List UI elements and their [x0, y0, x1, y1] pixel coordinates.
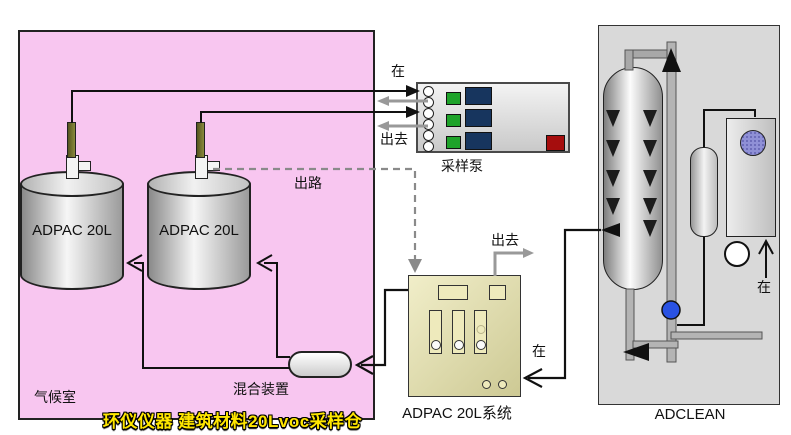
- system-display: [438, 285, 468, 300]
- watermark-title: 环仪仪器 建筑材料20Lvoc采样仓: [102, 412, 363, 431]
- flowmeter-3-knob: [475, 340, 486, 350]
- flowmeter-3-float: [476, 325, 485, 334]
- system-inlet-label: 在: [532, 343, 546, 359]
- pump-port-3: [423, 108, 434, 119]
- pump-display-1: [465, 87, 492, 105]
- flowmeter-3: [474, 310, 487, 354]
- adclean-inlet-label: 在: [757, 279, 771, 295]
- adpac-chamber-1-label: ADPAC 20L: [32, 222, 112, 239]
- pump-port-5: [423, 130, 434, 141]
- system-outlet-label: 出去: [491, 232, 519, 248]
- adclean-label: ADCLEAN: [654, 406, 726, 423]
- mixer-vessel: [288, 351, 352, 378]
- sampling-probe-1: [67, 122, 76, 158]
- pump-display-2: [465, 109, 492, 127]
- pump-inlet-label: 在: [391, 63, 405, 79]
- gauge-circle: [724, 241, 750, 267]
- adpac-chamber-1-body: ADPAC 20L: [20, 184, 124, 290]
- system-button: [489, 285, 506, 300]
- system-port-1: [482, 380, 491, 389]
- system-outlet-arrow: [493, 248, 534, 276]
- pump-green-led-3: [446, 136, 461, 149]
- adsorption-column: [603, 67, 663, 290]
- buffer-cylinder: [690, 147, 718, 237]
- pump-port-1: [423, 86, 434, 97]
- sampling-pump-box: [416, 82, 570, 153]
- pump-port-6: [423, 141, 434, 152]
- pump-green-led-2: [446, 114, 461, 127]
- system-label: ADPAC 20L系统: [402, 405, 512, 422]
- adpac-system-box: [408, 275, 521, 397]
- pump-display-3: [465, 132, 492, 150]
- pump-label: 采样泵: [441, 158, 483, 174]
- probe-fitting-2-arm: [207, 161, 220, 171]
- adpac-chamber-2-body: ADPAC 20L: [147, 184, 251, 290]
- system-port-2: [498, 380, 507, 389]
- fan-icon: [740, 130, 766, 156]
- adpac-chamber-2-label: ADPAC 20L: [159, 222, 239, 239]
- flowmeter-1: [429, 310, 442, 354]
- pump-green-led-1: [446, 92, 461, 105]
- flowmeter-2: [452, 310, 465, 354]
- sampling-probe-2: [196, 122, 205, 158]
- pump-outlet-label: 出去: [380, 131, 408, 147]
- pump-red-led: [546, 135, 565, 151]
- mixer-label: 混合装置: [233, 381, 289, 397]
- probe-fitting-1-arm: [78, 161, 91, 171]
- flowmeter-1-knob: [430, 340, 441, 350]
- flowmeter-2-knob: [453, 340, 464, 350]
- chamber-room-label: 气候室: [34, 389, 76, 405]
- pump-port-4: [423, 119, 434, 130]
- exhaust-route-label: 出路: [294, 175, 322, 191]
- pump-port-2: [423, 97, 434, 108]
